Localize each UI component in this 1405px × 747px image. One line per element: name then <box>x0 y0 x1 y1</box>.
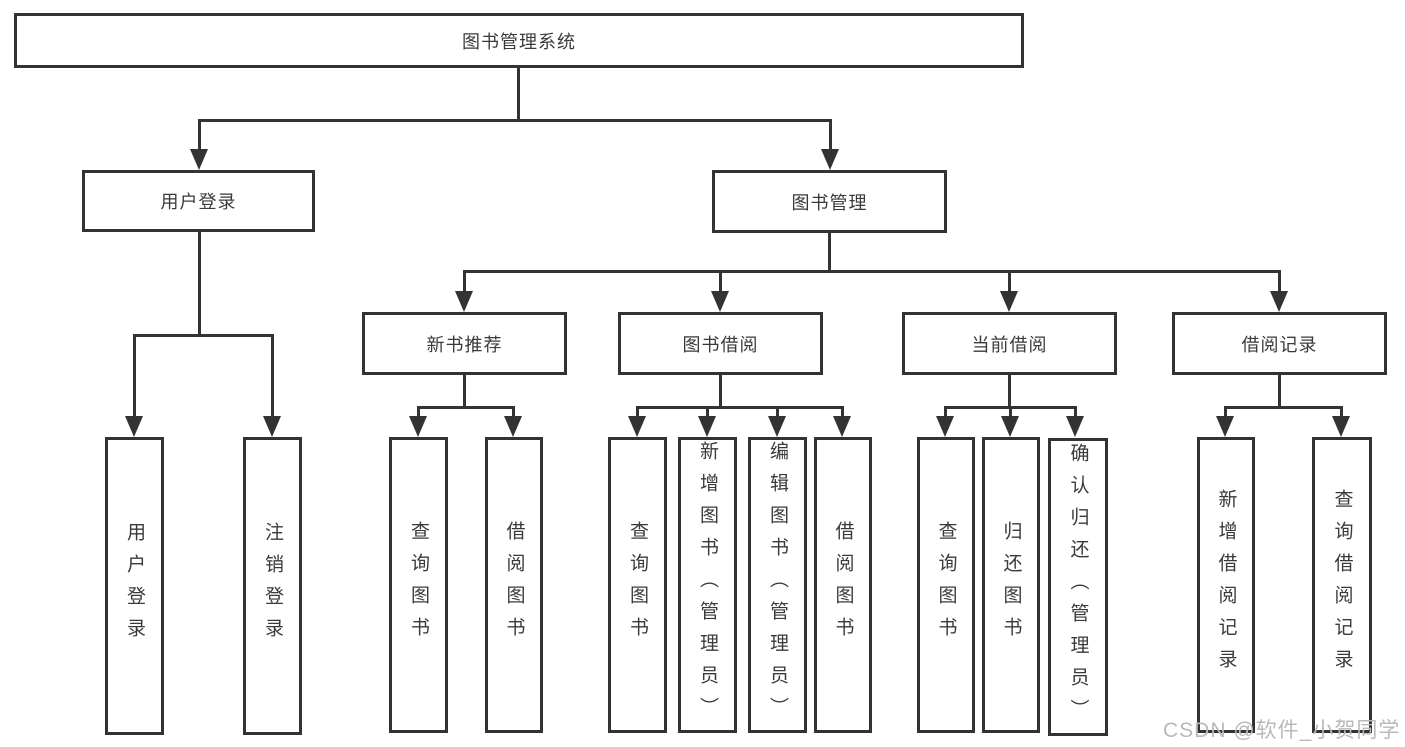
connector-leaf13-stem <box>1340 406 1343 419</box>
arrow-head-leaf3 <box>409 416 427 437</box>
connector-book-mgmt-stem <box>828 233 831 273</box>
connector-leaf6-stem <box>706 406 709 419</box>
node-new-book-recommend: 新书推荐 <box>362 312 567 375</box>
node-label: 图书借阅 <box>682 334 759 355</box>
connector-user-login-stem <box>198 232 201 337</box>
node-label: 用户登录 <box>160 192 237 212</box>
node-book-management: 图书管理 <box>712 170 947 233</box>
connector-user-login-bar <box>133 334 274 337</box>
connector-root-stem <box>517 66 520 121</box>
connector-borrowing-bar <box>636 406 843 409</box>
connector-leaf9-stem <box>944 406 947 419</box>
leaf-label: 借阅图书 <box>832 521 854 649</box>
connector-current-arrow-stem <box>1008 270 1011 294</box>
connector-leaf4-stem <box>512 406 515 419</box>
arrow-head-current <box>1000 291 1018 312</box>
connector-leaf10-stem <box>1009 406 1012 419</box>
leaf-query-books-2: 查询图书 <box>608 437 667 733</box>
leaf-label: 查询图书 <box>627 521 648 649</box>
leaf-label: 归还图书 <box>1000 521 1022 649</box>
leaf-return-books: 归还图书 <box>982 437 1040 733</box>
leaf-add-book-admin: 新增图书（管理员） <box>678 437 737 733</box>
arrow-head-borrowing <box>711 291 729 312</box>
connector-newbook-stem <box>463 375 466 409</box>
connector-records-stem <box>1278 375 1281 409</box>
leaf-label: 新增图书（管理员） <box>697 441 718 729</box>
leaf-label: 注销登录 <box>262 522 283 650</box>
arrow-head-leaf10 <box>1001 416 1019 437</box>
leaf-label: 确认归还（管理员） <box>1067 443 1089 731</box>
arrow-head-leaf-logout <box>263 416 281 437</box>
connector-records-bar <box>1224 406 1342 409</box>
connector-leaf-logout-stem <box>271 334 274 419</box>
connector-level2-bar <box>463 270 1281 273</box>
leaf-label: 查询图书 <box>935 521 957 649</box>
leaf-logout: 注销登录 <box>243 437 302 735</box>
arrow-head-leaf9 <box>936 416 954 437</box>
leaf-user-login: 用户登录 <box>105 437 164 735</box>
connector-current-stem <box>1008 375 1011 409</box>
connector-leaf8-stem <box>841 406 844 419</box>
node-label: 新书推荐 <box>426 334 503 355</box>
leaf-label: 查询图书 <box>408 521 429 649</box>
connector-level1-bar <box>198 119 832 122</box>
connector-newbook-bar <box>417 406 515 409</box>
arrow-head-records <box>1270 291 1288 312</box>
leaf-borrow-books-1: 借阅图书 <box>485 437 543 733</box>
connector-leaf7-stem <box>776 406 779 419</box>
leaf-label: 新增借阅记录 <box>1215 489 1237 681</box>
connector-borrowing-arrow-stem <box>719 270 722 294</box>
connector-records-arrow-stem <box>1278 270 1281 294</box>
arrow-head-leaf13 <box>1332 416 1350 437</box>
connector-user-login-arrow-stem <box>198 119 201 153</box>
arrow-head-leaf8 <box>833 416 851 437</box>
arrow-head-user-login <box>190 149 208 170</box>
leaf-label: 编辑图书（管理员） <box>767 441 788 729</box>
leaf-borrow-books-2: 借阅图书 <box>814 437 872 733</box>
connector-borrowing-stem <box>719 375 722 409</box>
arrow-head-book-mgmt <box>821 149 839 170</box>
node-label: 图书管理系统 <box>462 31 576 52</box>
arrow-head-leaf4 <box>504 416 522 437</box>
leaf-edit-book-admin: 编辑图书（管理员） <box>748 437 807 733</box>
node-book-borrowing: 图书借阅 <box>618 312 823 375</box>
connector-book-mgmt-arrow-stem <box>829 119 832 153</box>
connector-leaf11-stem <box>1074 406 1077 419</box>
connector-leaf12-stem <box>1224 406 1227 419</box>
arrow-head-leaf11 <box>1066 416 1084 437</box>
node-borrowing-records: 借阅记录 <box>1172 312 1387 375</box>
node-label: 借阅记录 <box>1241 334 1318 355</box>
leaf-label: 查询借阅记录 <box>1331 489 1353 681</box>
arrow-head-leaf7 <box>768 416 786 437</box>
connector-leaf-login-stem <box>133 334 136 419</box>
node-current-borrowing: 当前借阅 <box>902 312 1117 375</box>
arrow-head-leaf-login <box>125 416 143 437</box>
leaf-add-borrow-record: 新增借阅记录 <box>1197 437 1255 733</box>
leaf-label: 用户登录 <box>124 522 145 650</box>
node-label: 图书管理 <box>791 192 868 213</box>
node-label: 当前借阅 <box>971 334 1048 355</box>
leaf-confirm-return-admin: 确认归还（管理员） <box>1048 438 1108 736</box>
arrow-head-leaf6 <box>698 416 716 437</box>
leaf-label: 借阅图书 <box>503 521 525 649</box>
node-library-management-system: 图书管理系统 <box>14 13 1024 68</box>
leaf-query-borrow-record: 查询借阅记录 <box>1312 437 1372 733</box>
arrow-head-newbook <box>455 291 473 312</box>
node-user-login: 用户登录 <box>82 170 315 232</box>
connector-leaf5-stem <box>636 406 639 419</box>
leaf-query-books-1: 查询图书 <box>389 437 448 733</box>
connector-leaf3-stem <box>417 406 420 419</box>
arrow-head-leaf5 <box>628 416 646 437</box>
leaf-query-books-3: 查询图书 <box>917 437 975 733</box>
arrow-head-leaf12 <box>1216 416 1234 437</box>
csdn-watermark: CSDN @软件_小贺同学 <box>1163 719 1401 742</box>
connector-newbook-arrow-stem <box>463 270 466 294</box>
